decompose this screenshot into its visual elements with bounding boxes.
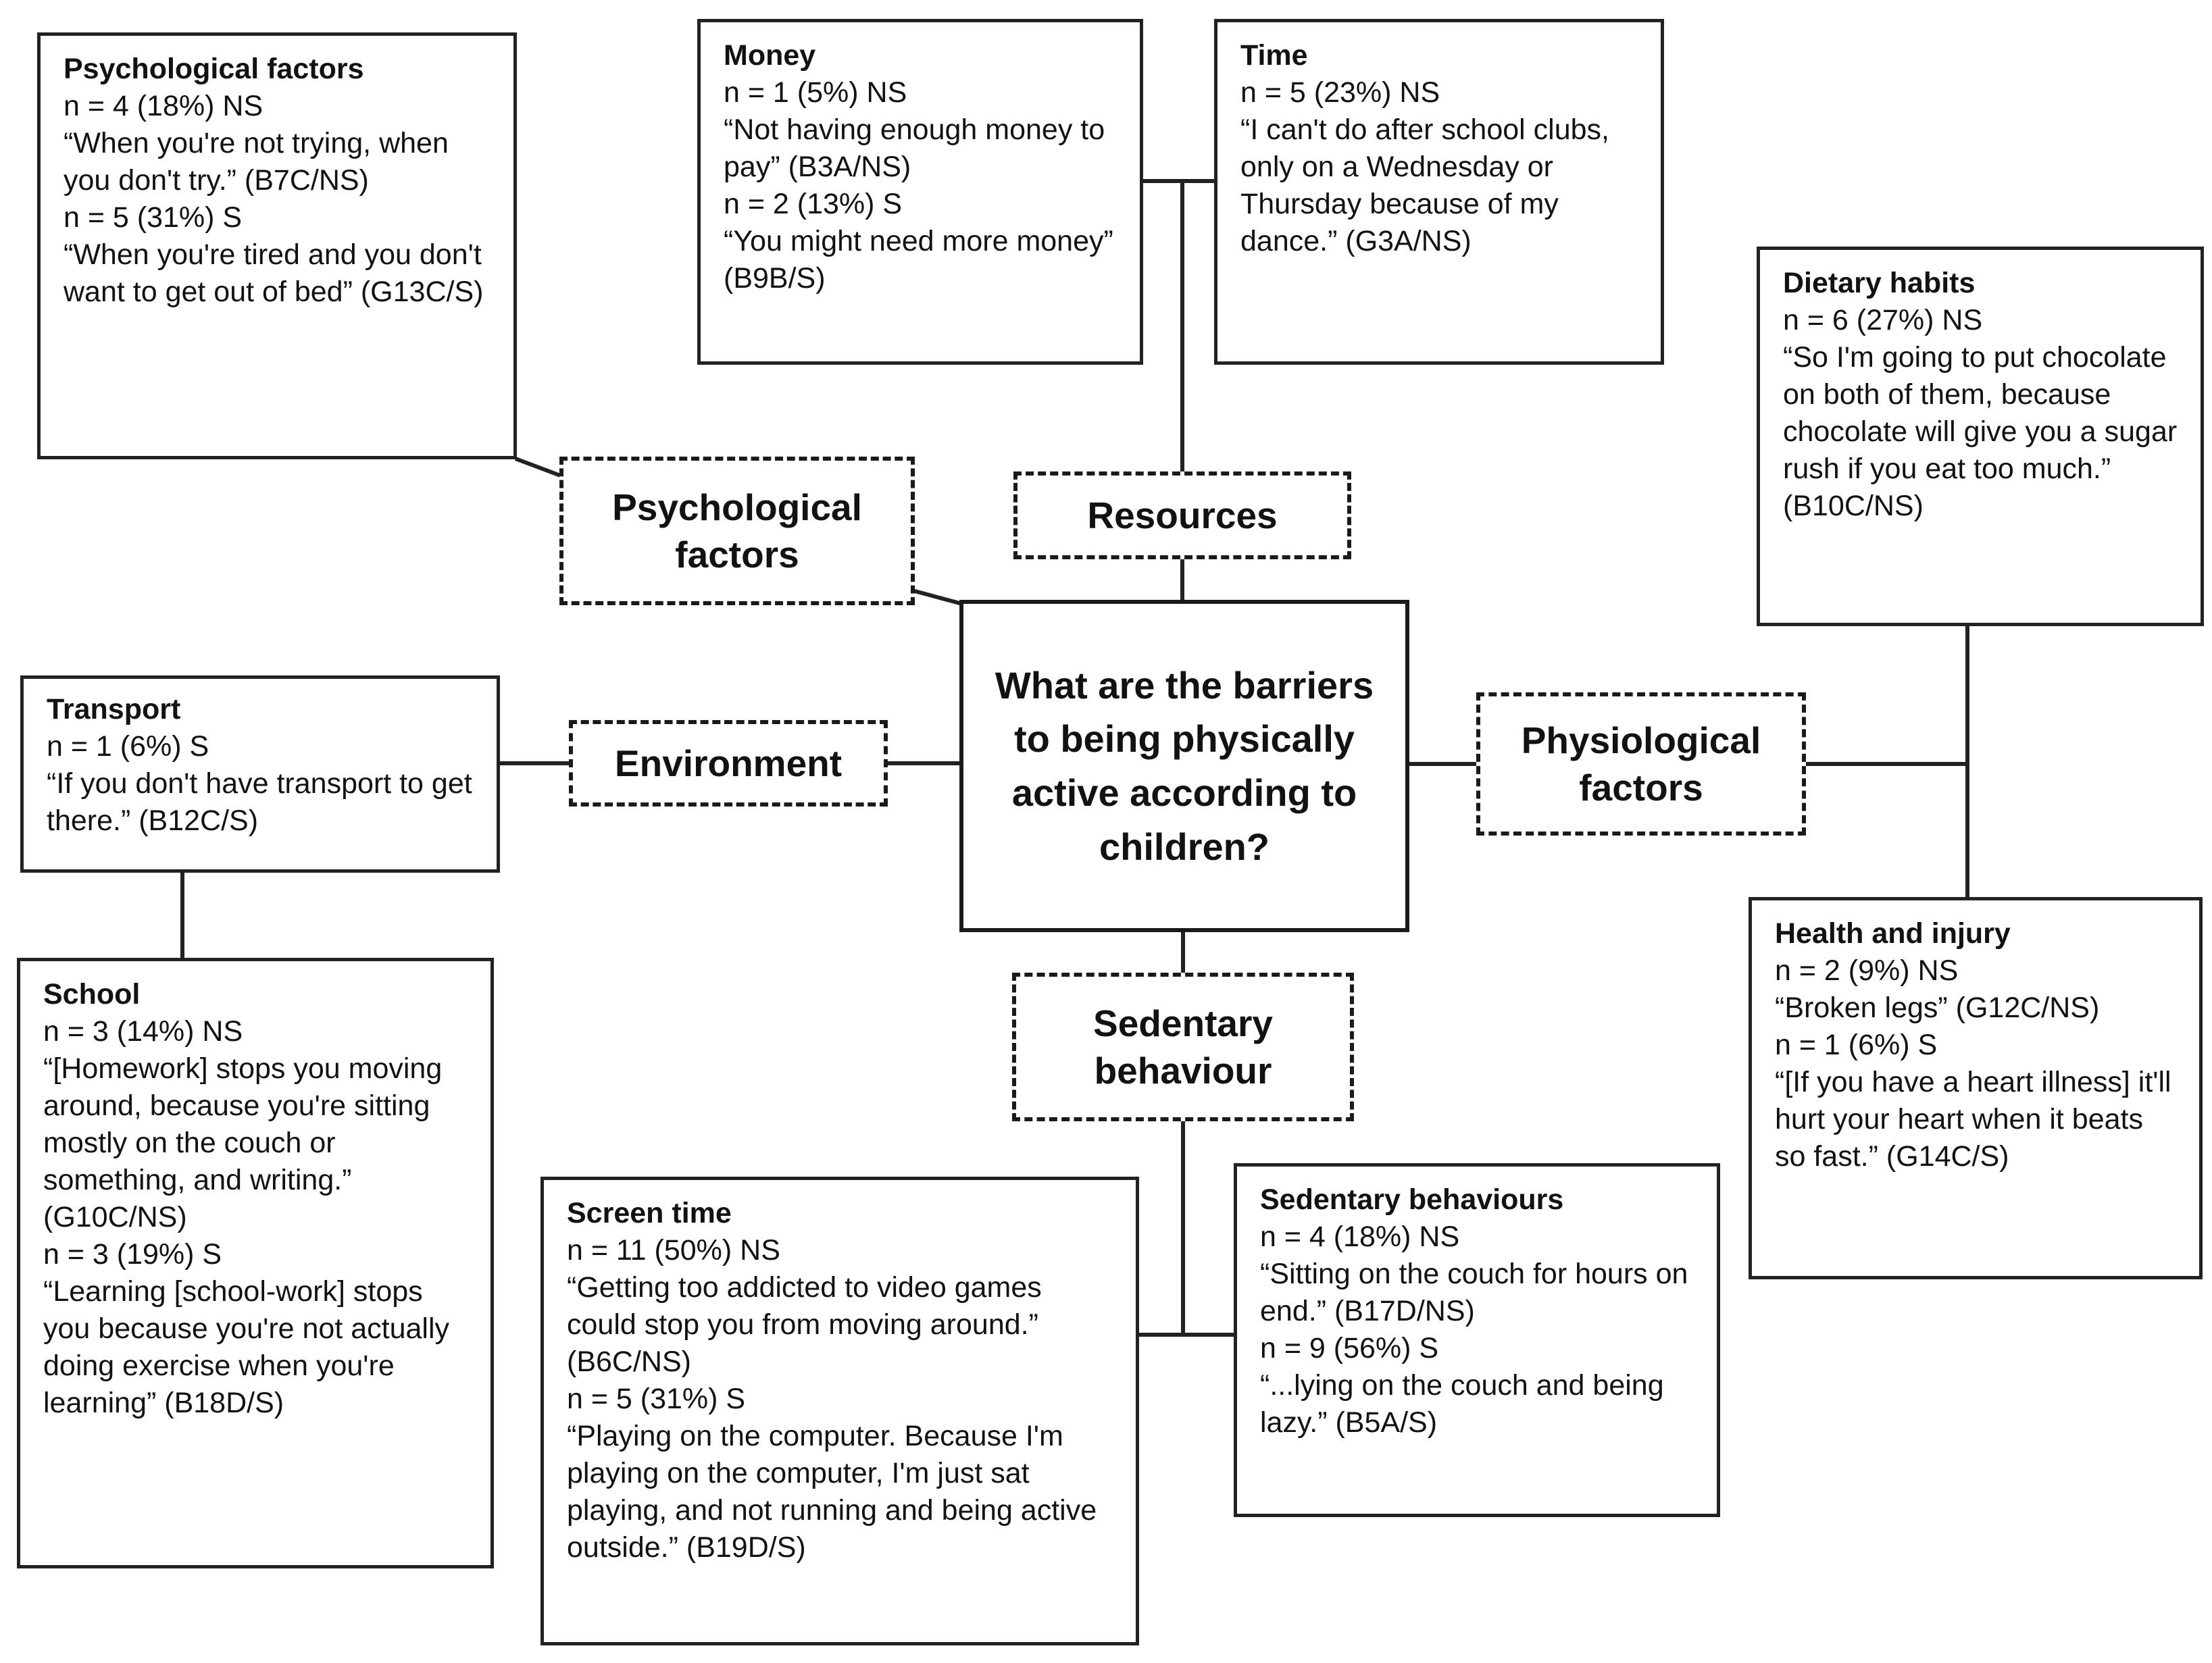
quote-box-line: n = 1 (6%) S [1775,1029,1938,1062]
quote-box-title: Psychological factors [64,53,364,85]
connector-psychlabel-to-center [911,588,963,606]
connector-psychquotes-to-psychlabel [514,457,563,478]
quote-box-dietary-habits: Dietary habits n = 6 (27%) NS “So I'm go… [1757,247,2204,626]
category-environment: Environment [569,720,888,807]
category-physiological-factors: Physiological factors [1476,692,1806,836]
quote-box-title: Sedentary behaviours [1260,1183,1564,1216]
quote-box-line: “Not having enough money to pay” (B3A/NS… [724,113,1105,184]
quote-box-line: n = 3 (19%) S [43,1238,222,1271]
quote-box-line: “Getting too addicted to video games cou… [567,1271,1042,1379]
quote-box-line: n = 4 (18%) NS [1260,1221,1460,1254]
category-label: Physiological factors [1521,719,1761,809]
category-resources: Resources [1013,471,1351,559]
quote-box-line: n = 9 (56%) S [1260,1332,1439,1365]
category-label: Sedentary behaviour [1093,1002,1273,1092]
quote-box-sedentary-behaviours: Sedentary behaviours n = 4 (18%) NS “Sit… [1234,1163,1720,1517]
quote-box-title: Health and injury [1775,917,2011,950]
category-label: Environment [614,742,843,784]
central-question-box: What are the barriers to being physicall… [959,600,1409,932]
quote-box-line: “You might need more money” (B9B/S) [724,225,1113,295]
quote-box-health-and-injury: Health and injury n = 2 (9%) NS “Broken … [1749,897,2203,1279]
quote-box-line: “[If you have a heart illness] it'll hur… [1775,1066,2171,1173]
quote-box-title: Money [724,39,816,72]
quote-box-line: “[Homework] stops you moving around, bec… [43,1052,443,1234]
quote-box-line: “So I'm going to put chocolate on both o… [1783,341,2178,523]
quote-box-line: n = 5 (31%) S [567,1383,746,1416]
quote-box-title: Screen time [567,1197,732,1229]
quote-box-line: “Broken legs” (G12C/NS) [1775,992,2100,1025]
category-label: Resources [1087,494,1278,536]
quote-box-line: “I can't do after school clubs, only on … [1240,113,1609,258]
quote-box-money: Money n = 1 (5%) NS “Not having enough m… [697,19,1143,365]
quote-box-line: “When you're tired and you don't want to… [64,238,484,309]
quote-box-line: “Learning [school-work] stops you becaus… [43,1275,450,1420]
quote-box-screen-time: Screen time n = 11 (50%) NS “Getting too… [541,1177,1139,1645]
quote-box-line: n = 6 (27%) NS [1783,304,1983,337]
quote-box-title: Dietary habits [1783,267,1976,299]
quote-box-line: n = 1 (5%) NS [724,76,907,109]
quote-box-line: n = 4 (18%) NS [64,90,263,123]
quote-box-transport: Transport n = 1 (6%) S “If you don't hav… [20,675,500,873]
quote-box-psychological-factors: Psychological factors n = 4 (18%) NS “Wh… [37,32,517,459]
quote-box-line: n = 11 (50%) NS [567,1234,780,1267]
quote-box-title: Transport [47,693,181,725]
quote-box-line: “Sitting on the couch for hours on end.”… [1260,1258,1688,1328]
category-label: Psychological factors [612,486,862,575]
quote-box-time: Time n = 5 (23%) NS “I can't do after sc… [1214,19,1664,365]
quote-box-line: “When you're not trying, when you don't … [64,127,449,197]
quote-box-line: “...lying on the couch and being lazy.” … [1260,1369,1664,1439]
quote-box-title: School [43,978,141,1010]
central-question-text: What are the barriers to being physicall… [995,663,1374,868]
category-psychological-factors: Psychological factors [559,457,915,605]
quote-box-line: n = 1 (6%) S [47,730,209,763]
quote-box-line: “Playing on the computer. Because I'm pl… [567,1420,1097,1564]
quote-box-line: “If you don't have transport to get ther… [47,767,472,838]
quote-box-line: n = 2 (13%) S [724,188,903,221]
quote-box-line: n = 5 (23%) NS [1240,76,1440,109]
quote-box-school: School n = 3 (14%) NS “[Homework] stops … [17,958,494,1568]
quote-box-line: n = 2 (9%) NS [1775,954,1959,988]
category-sedentary-behaviour: Sedentary behaviour [1012,973,1354,1121]
quote-box-title: Time [1240,39,1308,72]
quote-box-line: n = 5 (31%) S [64,201,243,234]
quote-box-line: n = 3 (14%) NS [43,1015,243,1048]
